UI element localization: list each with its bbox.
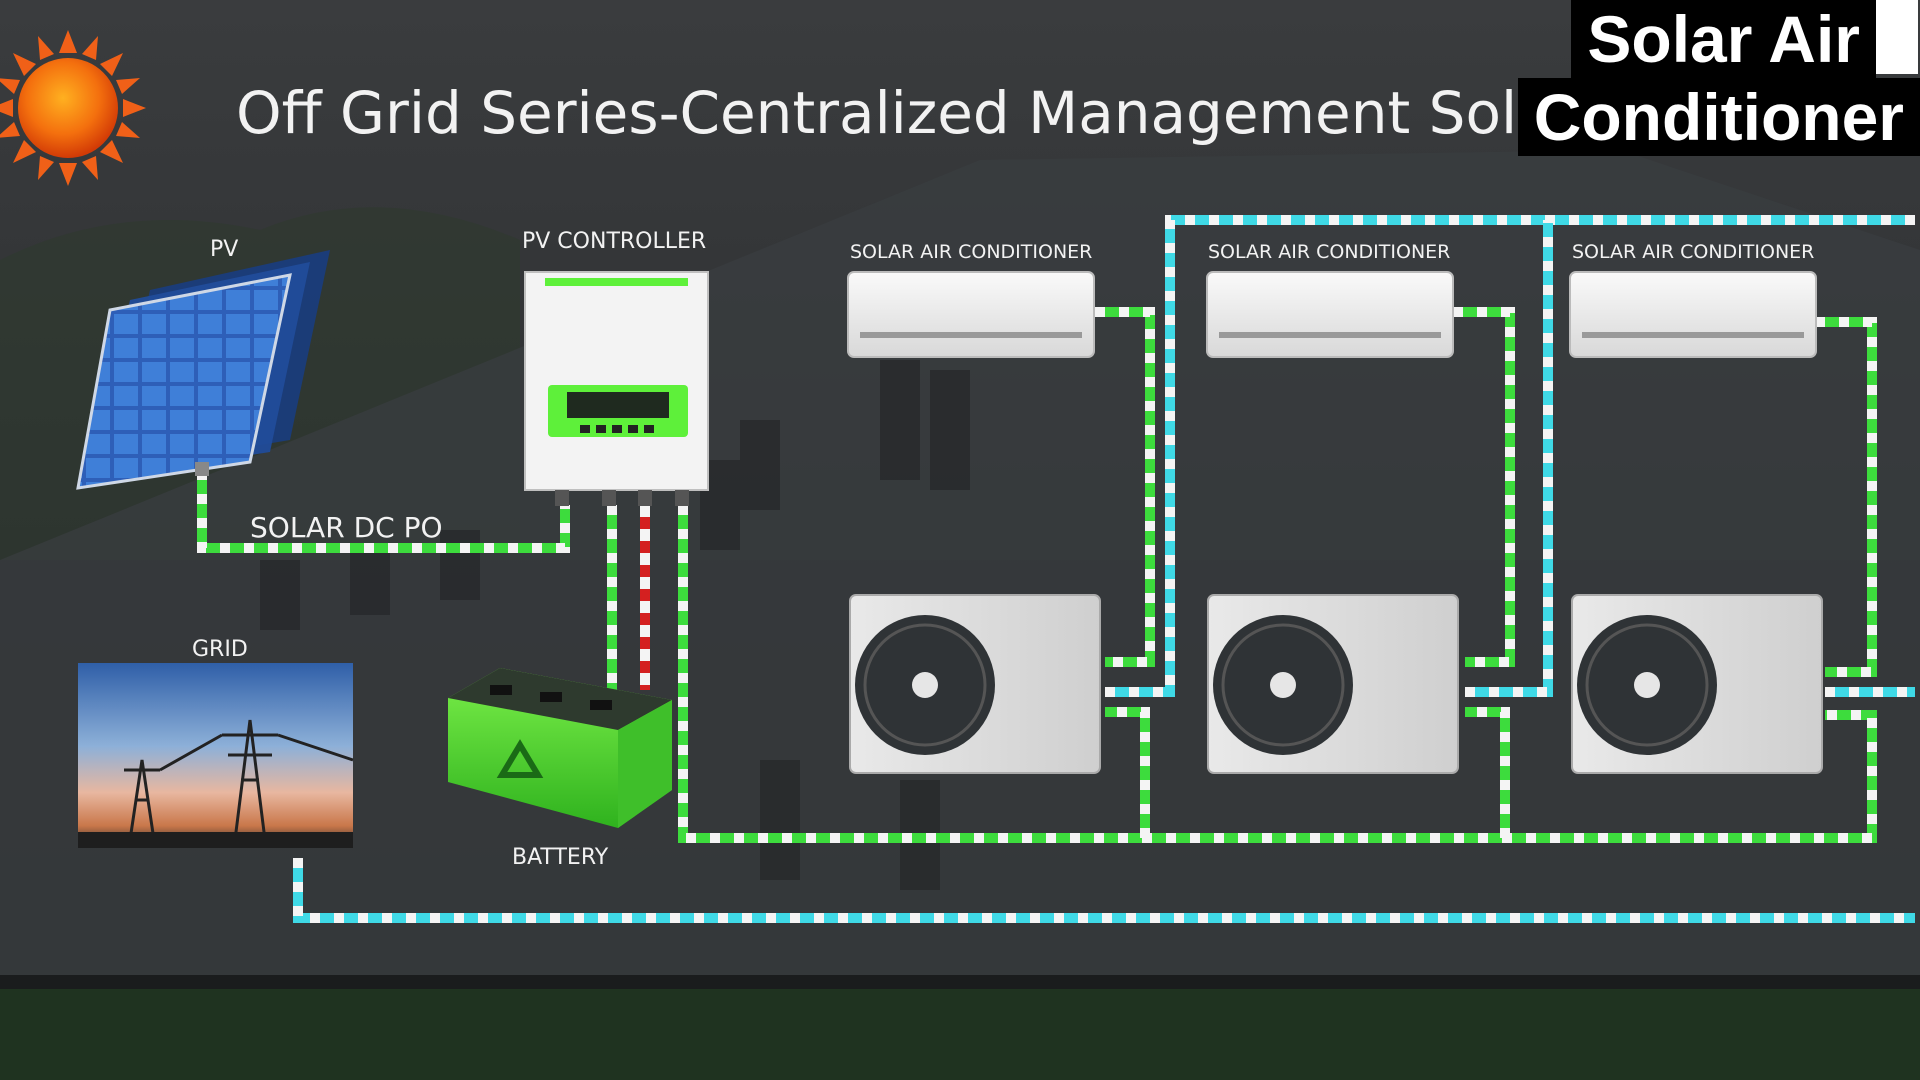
fan-icon bbox=[1577, 615, 1717, 755]
outdoor-unit-2 bbox=[1207, 594, 1459, 774]
solar-dc-label: SOLAR DC PO bbox=[250, 511, 443, 544]
battery bbox=[448, 668, 672, 828]
sun-icon bbox=[0, 30, 146, 186]
indoor-unit-2 bbox=[1206, 271, 1454, 358]
pv-controller-label: PV CONTROLLER bbox=[522, 229, 706, 254]
recycle-icon bbox=[496, 739, 544, 778]
indoor-unit-1-label: SOLAR AIR CONDITIONER bbox=[850, 241, 1092, 263]
caption-line-2: Conditioner bbox=[1517, 78, 1920, 156]
dc-cables bbox=[197, 307, 1877, 843]
pv-label: PV bbox=[210, 237, 238, 262]
power-tower-icon bbox=[78, 663, 354, 848]
indoor-unit-2-label: SOLAR AIR CONDITIONER bbox=[1208, 241, 1450, 263]
caption-overlay: Solar Air Conditioner bbox=[1517, 0, 1920, 156]
indoor-unit-3-label: SOLAR AIR CONDITIONER bbox=[1572, 241, 1814, 263]
diagram-title: Off Grid Series-Centralized Management S… bbox=[236, 79, 1554, 147]
fan-icon bbox=[1213, 615, 1353, 755]
outdoor-unit-3 bbox=[1571, 594, 1823, 774]
warehouse-windows bbox=[260, 360, 970, 890]
indoor-unit-3 bbox=[1569, 271, 1817, 358]
ac-cables bbox=[293, 215, 1915, 923]
fan-icon bbox=[855, 615, 995, 755]
outdoor-unit-1 bbox=[849, 594, 1101, 774]
grid-label: GRID bbox=[192, 637, 248, 662]
ground bbox=[0, 985, 1920, 1080]
pv-controller bbox=[524, 271, 709, 506]
caption-line-1: Solar Air bbox=[1571, 0, 1876, 78]
overlay-white-tab bbox=[1876, 0, 1918, 74]
battery-label: BATTERY bbox=[512, 845, 609, 870]
indoor-unit-1 bbox=[847, 271, 1095, 358]
solar-panel-icon bbox=[76, 250, 330, 490]
